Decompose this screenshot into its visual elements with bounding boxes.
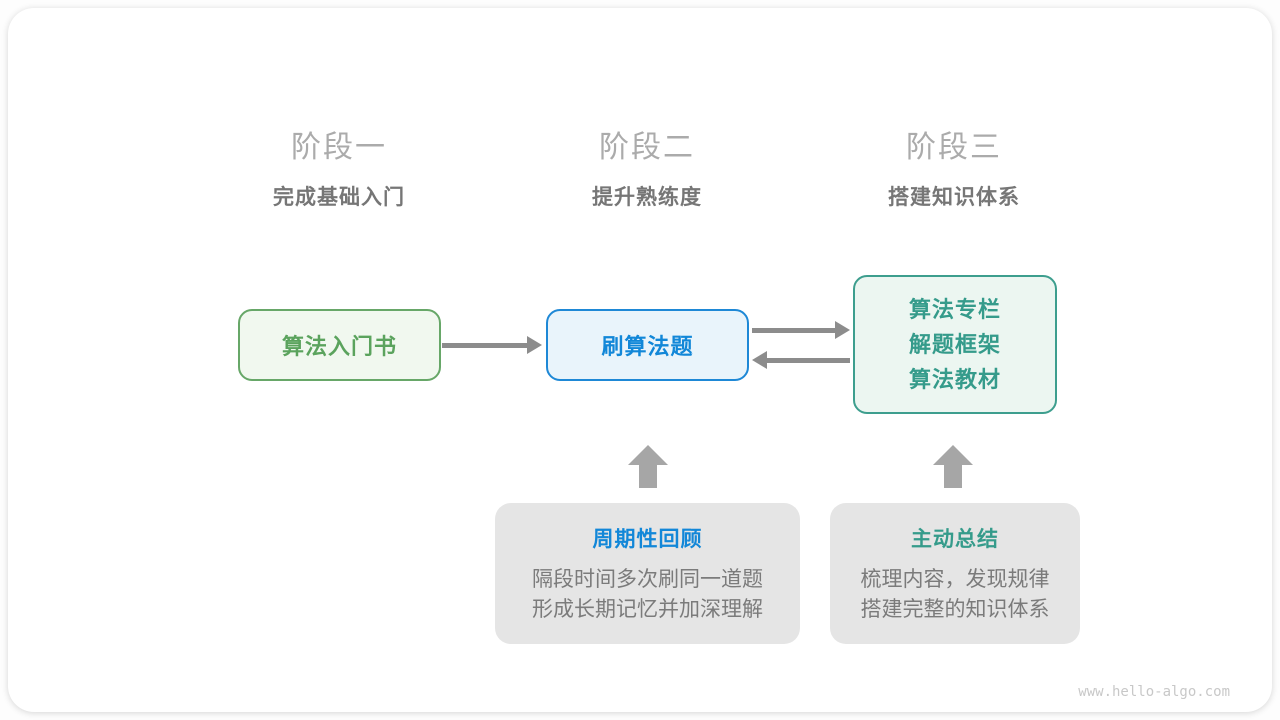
node-resources: 算法专栏 解题框架 算法教材: [853, 275, 1057, 414]
arrow-line: [442, 342, 527, 348]
stage-3-label: 阶段三: [906, 131, 1002, 164]
node-resources-line: 算法教材: [908, 367, 1001, 392]
arrow-head-right-icon: [527, 336, 542, 354]
stage-3-header: 阶段三 搭建知识体系: [834, 130, 1074, 211]
node-resources-line: 解题框架: [908, 332, 1001, 357]
arrow-intro-to-practice: [442, 336, 542, 354]
callout-body-line: 搭建完整的知识体系: [860, 597, 1050, 621]
watermark: www.hello-algo.com: [1078, 684, 1230, 700]
callout-periodic-review: 周期性回顾 隔段时间多次刷同一道题 形成长期记忆并加深理解: [495, 503, 800, 644]
stage-2-header: 阶段二 提升熟练度: [527, 130, 767, 211]
arrow-head-left-icon: [752, 351, 767, 369]
stage-1-label: 阶段一: [291, 131, 387, 164]
stage-1-subtitle: 完成基础入门: [273, 186, 405, 209]
node-resources-line: 算法专栏: [908, 297, 1001, 322]
stage-3-subtitle: 搭建知识体系: [888, 186, 1020, 209]
callout-body-line: 隔段时间多次刷同一道题: [532, 567, 763, 591]
arrow-practice-to-resources: [752, 321, 850, 339]
callout-body-line: 形成长期记忆并加深理解: [532, 597, 763, 621]
callout-active-summary: 主动总结 梳理内容，发现规律 搭建完整的知识体系: [830, 503, 1080, 644]
stage-2-subtitle: 提升熟练度: [592, 186, 702, 209]
node-intro-book: 算法入门书: [238, 309, 441, 381]
callout-active-summary-body: 梳理内容，发现规律 搭建完整的知识体系: [861, 565, 1050, 625]
callout-body-line: 梳理内容，发现规律: [860, 567, 1050, 591]
diagram-card: 阶段一 完成基础入门 阶段二 提升熟练度 阶段三 搭建知识体系 算法入门书 刷算…: [8, 8, 1272, 712]
stage-2-label: 阶段二: [599, 131, 695, 164]
arrow-resources-to-practice: [752, 351, 850, 369]
stage-1-header: 阶段一 完成基础入门: [219, 130, 459, 211]
callout-periodic-review-body: 隔段时间多次刷同一道题 形成长期记忆并加深理解: [532, 565, 763, 625]
arrow-triangle: [628, 445, 668, 465]
node-practice-label: 刷算法题: [601, 334, 694, 359]
arrow-head-right-icon: [835, 321, 850, 339]
block-arrow-up-review-icon: [628, 445, 668, 488]
arrow-triangle: [933, 445, 973, 465]
node-practice: 刷算法题: [546, 309, 749, 381]
callout-active-summary-title: 主动总结: [911, 527, 999, 551]
arrow-line: [767, 357, 850, 363]
arrow-line: [752, 327, 835, 333]
callout-periodic-review-title: 周期性回顾: [592, 527, 703, 551]
arrow-stem: [639, 465, 657, 488]
arrow-stem: [944, 465, 962, 488]
node-intro-book-label: 算法入门书: [281, 334, 397, 359]
block-arrow-up-summary-icon: [933, 445, 973, 488]
